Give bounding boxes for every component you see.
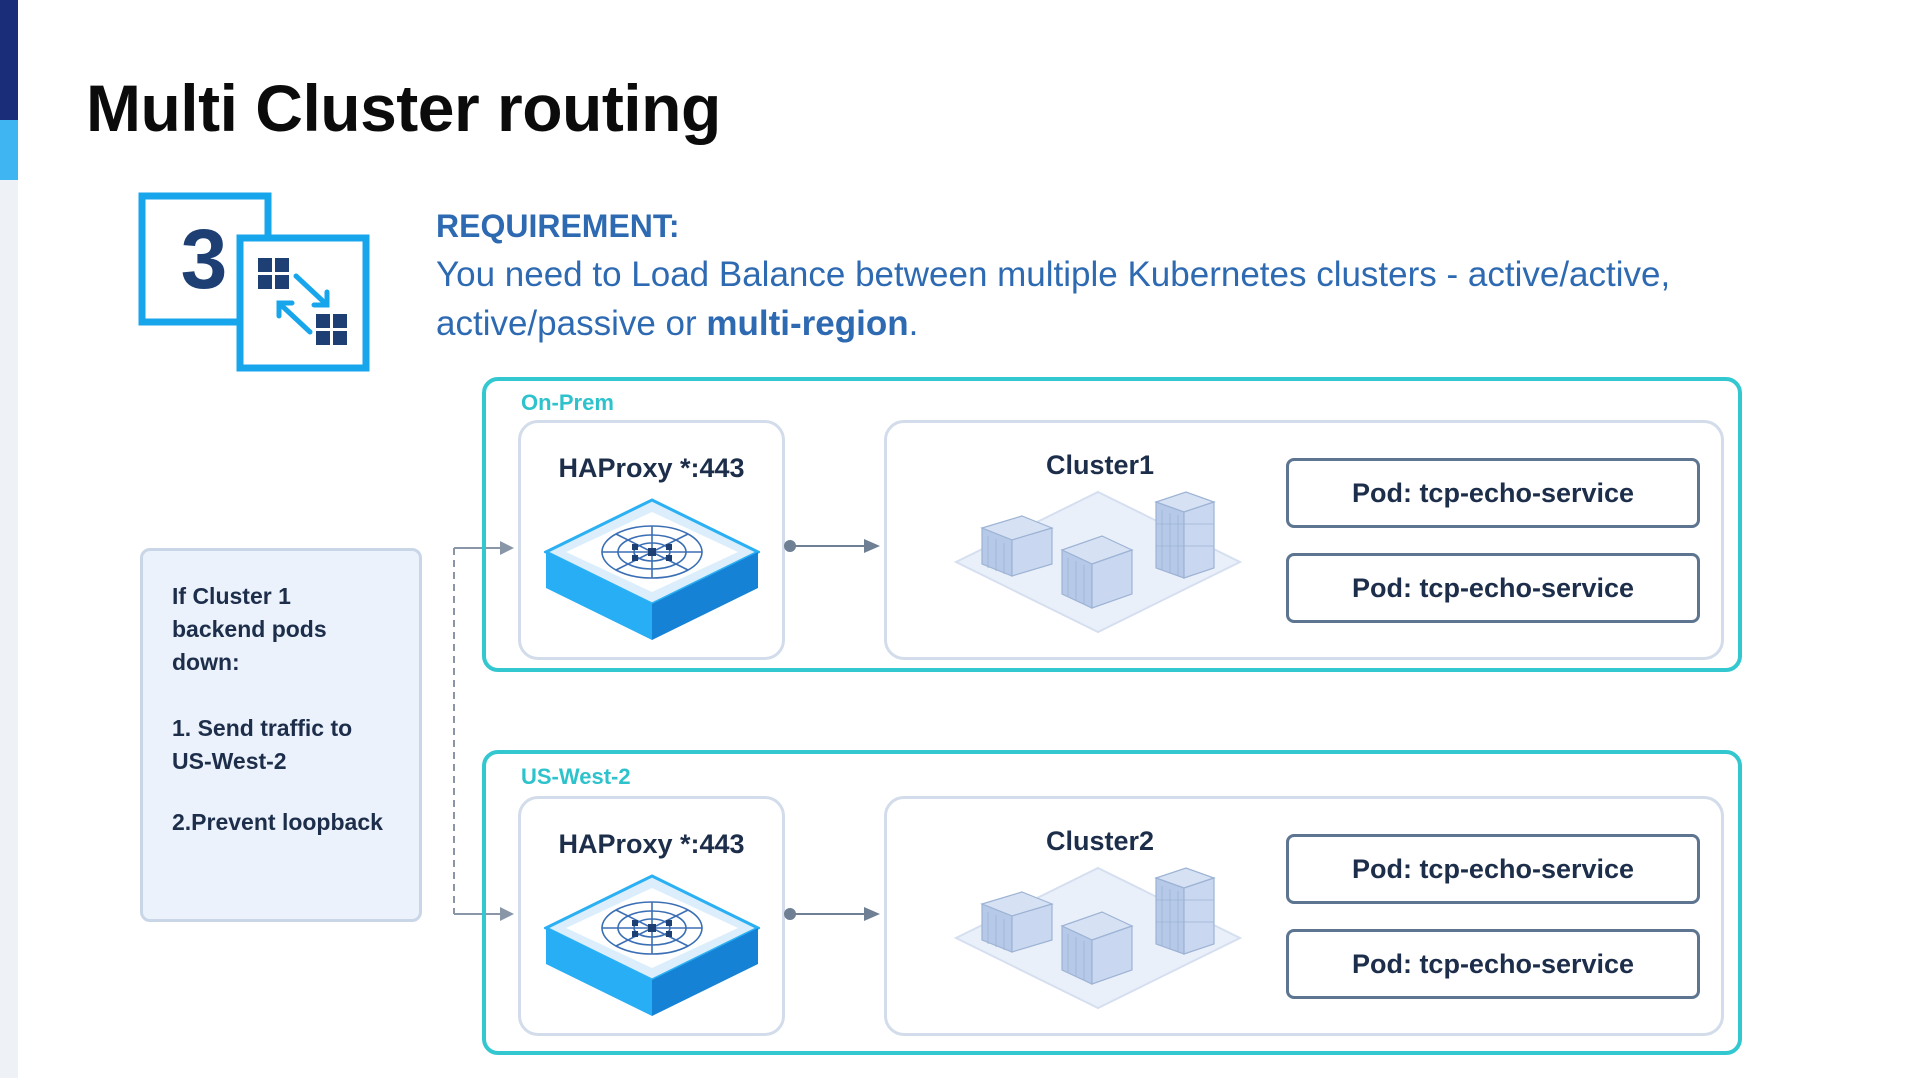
requirement-text-part2: . bbox=[908, 304, 919, 343]
requirement-text-part1: You need to Load Balance between multipl… bbox=[436, 255, 1671, 343]
cluster-title-1: Cluster1 bbox=[1045, 450, 1155, 480]
load-balance-icon: 3 bbox=[138, 192, 370, 372]
cluster-title-2: Cluster2 bbox=[1045, 826, 1155, 856]
region-on-prem bbox=[482, 377, 1742, 672]
haproxy-icon bbox=[544, 498, 760, 640]
accent-bar-light bbox=[0, 120, 18, 180]
note-line-1: If Cluster 1 backend pods down: bbox=[172, 583, 327, 675]
accent-bar-gray bbox=[0, 180, 18, 1078]
accent-bar-dark bbox=[0, 0, 18, 120]
arrow-icon bbox=[784, 907, 880, 921]
pod-box: Pod: tcp-echo-service bbox=[1286, 553, 1700, 623]
haproxy-title-2: HAProxy *:443 bbox=[558, 829, 745, 859]
pod-box: Pod: tcp-echo-service bbox=[1286, 929, 1700, 999]
failover-note bbox=[140, 548, 422, 922]
failover-connectors bbox=[453, 541, 514, 921]
requirement-text: You need to Load Balance between multipl… bbox=[436, 250, 1756, 348]
region-label-us-west-2: US-West-2 bbox=[521, 764, 631, 789]
note-line-2: 1. Send traffic to US-West-2 bbox=[172, 715, 353, 774]
page-title: Multi Cluster routing bbox=[86, 71, 721, 145]
containers-icon bbox=[953, 490, 1243, 634]
haproxy-title-1: HAProxy *:443 bbox=[558, 453, 745, 483]
region-label-on-prem: On-Prem bbox=[521, 390, 614, 415]
haproxy-icon bbox=[544, 874, 760, 1016]
requirement-heading: REQUIREMENT: bbox=[436, 208, 680, 244]
pod-box: Pod: tcp-echo-service bbox=[1286, 458, 1700, 528]
icon-number: 3 bbox=[181, 212, 228, 306]
containers-icon bbox=[953, 866, 1243, 1010]
region-us-west-2 bbox=[482, 750, 1742, 1055]
requirement-text-bold: multi-region bbox=[706, 304, 909, 343]
arrow-icon bbox=[784, 539, 880, 553]
note-line-3: 2.Prevent loopback bbox=[172, 809, 383, 835]
pod-box: Pod: tcp-echo-service bbox=[1286, 834, 1700, 904]
